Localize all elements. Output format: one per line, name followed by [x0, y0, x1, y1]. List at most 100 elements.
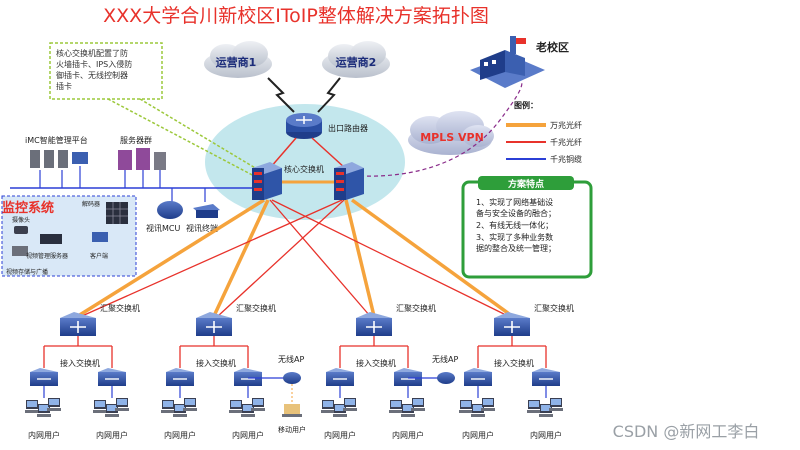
intranet-user-group: [527, 398, 563, 417]
server-group-icons: [118, 148, 166, 170]
monitor-system-box: 监控系统 解码器 摄像头 视频管理服务器 客户端 视频存储与广播: [1, 195, 137, 277]
legend-label-ten-gig: 万兆光纤: [550, 120, 582, 130]
intranet-user-label: 内网用户: [324, 430, 356, 440]
router-core-link-2: [311, 137, 346, 169]
intranet-user-group: [93, 398, 129, 417]
isp-2-label: 运营商2: [336, 55, 377, 69]
access-switch: [30, 368, 58, 386]
monitor-client-label: 客户端: [90, 252, 108, 260]
video-mcu-label: 视讯MCU: [146, 223, 180, 233]
exit-router-label: 出口路由器: [328, 123, 368, 133]
access-switch: [234, 368, 262, 386]
mobile-user-label: 移动用户: [278, 425, 306, 434]
intranet-user-label: 内网用户: [96, 430, 128, 440]
intranet-user-group: [25, 398, 61, 417]
legend-label-gig-copper: 千兆铜缆: [550, 154, 582, 164]
imc-label: iMC智能管理平台: [25, 135, 88, 145]
video-terminal-icon: [193, 204, 220, 218]
intranet-user-label: 内网用户: [164, 430, 196, 440]
intranet-user-label: 内网用户: [28, 430, 60, 440]
mpls-label: MPLS VPN: [420, 131, 484, 144]
gig-fiber-links: [81, 199, 509, 317]
imc-server-icons: [30, 150, 88, 168]
monitor-title: 监控系统: [2, 200, 54, 216]
access-switch: [532, 368, 560, 386]
core-note-line-1: 核心交换机配置了防: [56, 48, 128, 58]
features-line-2: 备与安全设备的融合；: [476, 208, 556, 218]
watermark: CSDN @新网工李白: [613, 422, 760, 441]
isp-2-link: [317, 77, 341, 113]
features-box: 方案特点 1、实现了网络基础设 备与安全设备的融合； 2、有线无线一体化； 3、…: [461, 176, 593, 279]
aggregation-switch-label: 汇聚交换机: [534, 303, 574, 313]
core-note-pointer-1: [107, 98, 259, 179]
core-note-box: 核心交换机配置了防 火墙插卡、IPS入侵防 御插卡、无线控制器 插卡: [49, 42, 163, 100]
core-switch-label: 核心交换机: [284, 164, 324, 174]
core-switch-left: [252, 162, 282, 200]
features-line-5: 据的整合及统一管理；: [476, 243, 556, 253]
wireless-ap-label: 无线AP: [278, 354, 304, 364]
features-line-1: 1、实现了网络基础设: [476, 197, 553, 207]
core-note-line-3: 御插卡、无线控制器: [56, 70, 128, 80]
intranet-user-label: 内网用户: [232, 430, 264, 440]
monitor-camera-label: 摄像头: [12, 216, 30, 224]
isp-cloud-1: 运营商1: [204, 41, 272, 78]
monitor-storage-label: 视频管理服务器: [26, 252, 68, 260]
features-line-3: 2、有线无线一体化；: [476, 220, 553, 230]
old-campus-icon: [470, 36, 545, 88]
access-switch: [394, 368, 422, 386]
aggregation-switch-2: [196, 312, 232, 336]
wireless-ap: [437, 372, 455, 384]
ten-gig-links: [77, 198, 514, 318]
intranet-user-label: 内网用户: [462, 430, 494, 440]
core-note-line-2: 火墙插卡、IPS入侵防: [56, 59, 132, 69]
mobile-user-laptop: [282, 384, 302, 417]
access-switch: [98, 368, 126, 386]
legend-label-gig-fiber: 千兆光纤: [550, 137, 582, 147]
aggregation-switch-label: 汇聚交换机: [236, 303, 276, 313]
diagram-title: XXX大学合川新校区IToIP整体解决方案拓扑图: [103, 5, 489, 27]
core-note-line-4: 插卡: [56, 81, 72, 91]
video-terminal-label: 视讯终端: [186, 223, 218, 233]
aggregation-switch-3: [356, 312, 392, 336]
isp-1-label: 运营商1: [216, 55, 257, 69]
intranet-user-group: [161, 398, 197, 417]
core-switch-right: [334, 162, 364, 200]
intranet-user-group: [321, 398, 357, 417]
legend: 图例： 万兆光纤 千兆光纤 千兆铜缆: [506, 100, 582, 164]
intranet-user-group: [389, 398, 425, 417]
aggregation-switch-label: 汇聚交换机: [396, 303, 436, 313]
isp-1-link: [267, 77, 295, 113]
features-line-4: 3、实现了多种业务数: [476, 232, 553, 242]
wireless-ap: [283, 372, 301, 384]
legend-title: 图例：: [514, 100, 538, 110]
aggregation-switch-1: [60, 312, 96, 336]
core-note-pointer-2: [139, 98, 263, 173]
access-switch: [166, 368, 194, 386]
aggregation-switch-4: [494, 312, 530, 336]
isp-cloud-2: 运营商2: [322, 41, 390, 78]
video-mcu-icon: [157, 201, 183, 219]
intranet-user-group: [229, 398, 265, 417]
access-switch: [464, 368, 492, 386]
mpls-vpn-cloud: MPLS VPN: [408, 111, 494, 155]
monitor-dvr-label: 视频存储与广播: [6, 268, 48, 276]
intranet-user-label: 内网用户: [392, 430, 424, 440]
monitor-video-wall-label: 解码器: [82, 200, 100, 208]
exit-router-icon: [286, 113, 322, 139]
access-switch-label: 接入交换机: [196, 358, 236, 368]
intranet-user-label: 内网用户: [530, 430, 562, 440]
access-switch-label: 接入交换机: [494, 358, 534, 368]
router-core-link-1: [269, 137, 297, 169]
old-campus-label: 老校区: [535, 40, 569, 54]
aggregation-switch-label: 汇聚交换机: [100, 303, 140, 313]
access-switch-label: 接入交换机: [356, 358, 396, 368]
server-group-label: 服务器群: [120, 135, 152, 145]
access-switch: [326, 368, 354, 386]
access-switch-label: 接入交换机: [60, 358, 100, 368]
intranet-user-group: [459, 398, 495, 417]
wireless-ap-label: 无线AP: [432, 354, 458, 364]
features-title: 方案特点: [508, 178, 544, 190]
